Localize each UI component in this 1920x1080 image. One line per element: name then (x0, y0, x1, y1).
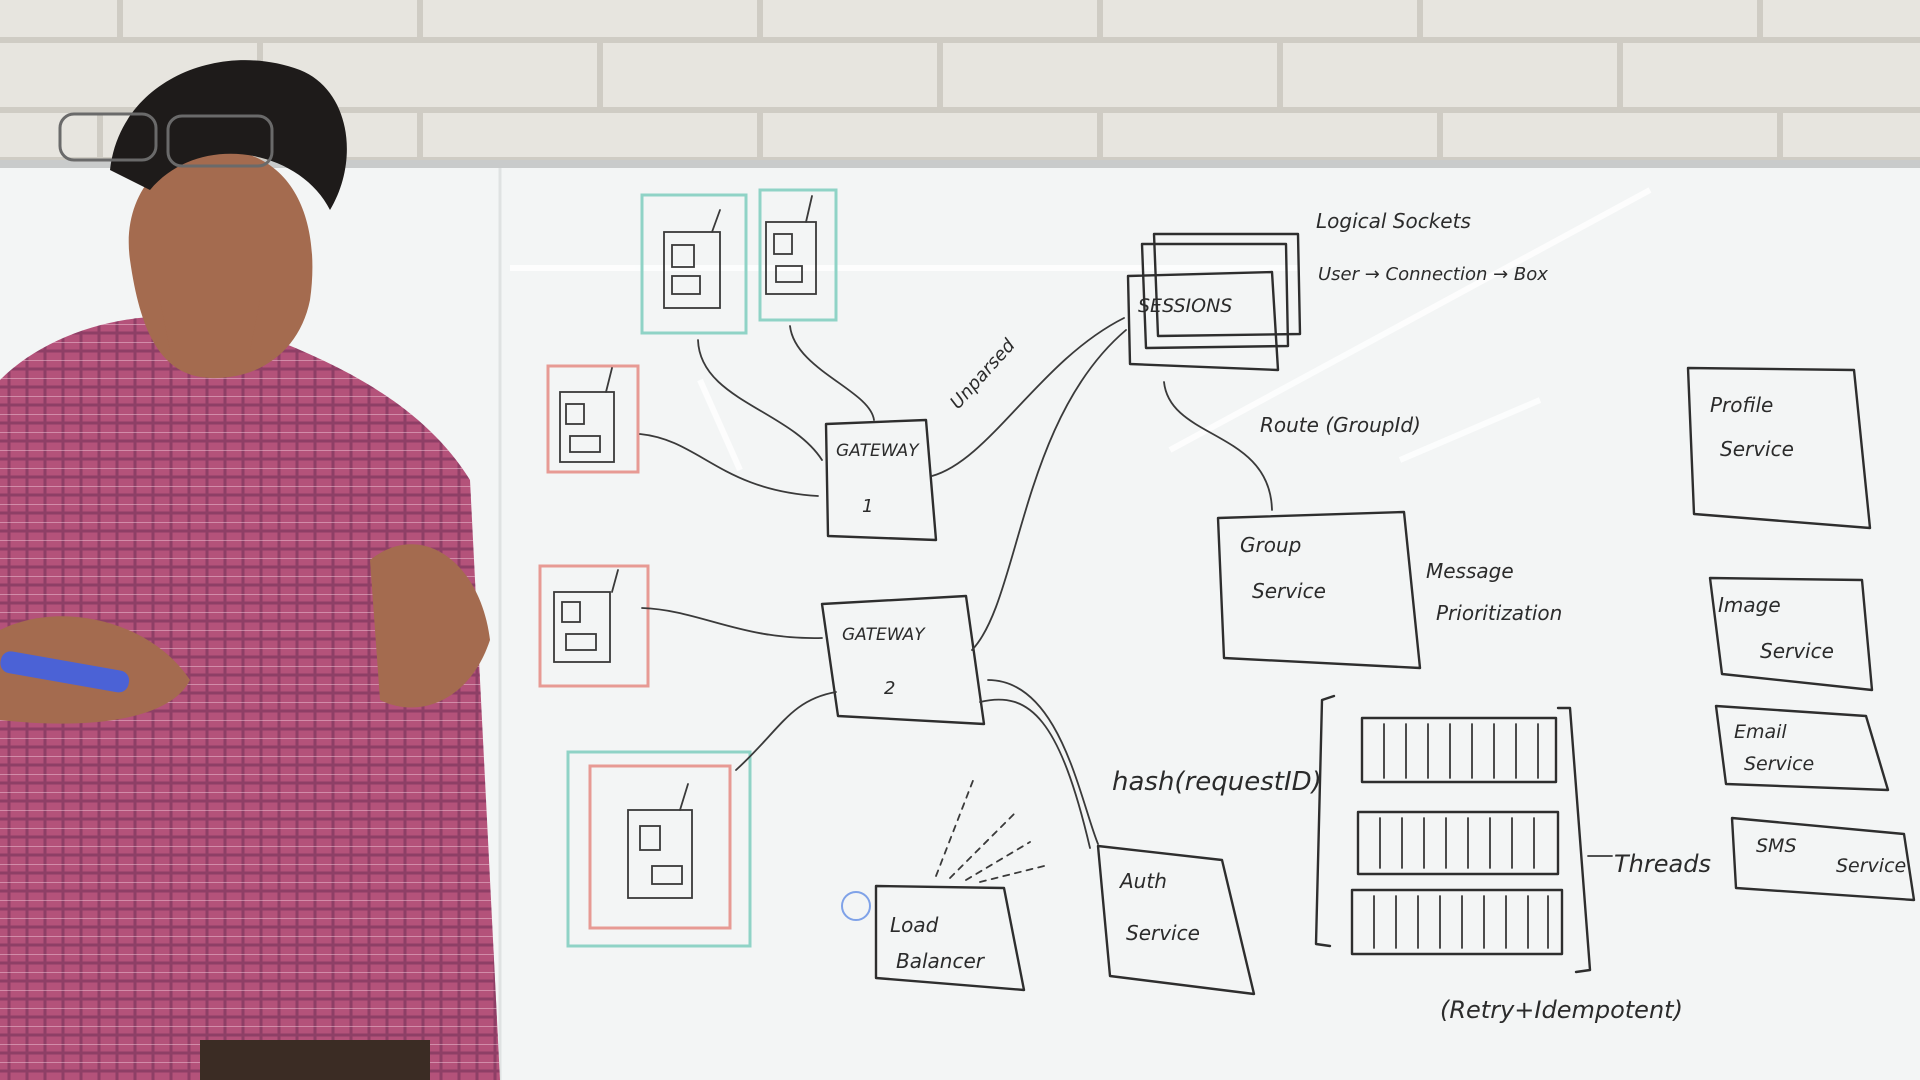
sms-service-box: SMS Service (1730, 816, 1916, 902)
load-balancer-box: Load Balancer (841, 777, 1045, 992)
retry-idempotent-label: (Retry+Idempotent) (1440, 996, 1683, 1024)
phone-icon (566, 750, 752, 948)
hash-request-id-label: hash(requestID) (1112, 767, 1322, 797)
auth-service-label-1: Auth (1118, 869, 1167, 893)
sms-service-label-2: Service (1836, 855, 1906, 877)
image-service-box: Image Service (1708, 576, 1874, 692)
group-service-label-1: Group (1240, 533, 1301, 557)
email-service-label-2: Service (1744, 753, 1814, 775)
phone-icon (546, 364, 640, 474)
load-balancer-label-1: Load (890, 913, 939, 937)
thread-pool (1314, 694, 1613, 974)
gateway-1-number: 1 (862, 496, 873, 517)
user-connection-box-label: User → Connection → Box (1318, 264, 1548, 285)
sms-service-label-1: SMS (1756, 835, 1797, 857)
gateway-2-box: GATEWAY 2 (820, 594, 986, 726)
logical-sockets-label: Logical Sockets (1316, 209, 1471, 233)
profile-service-label-2: Service (1720, 437, 1794, 461)
profile-service-label-1: Profile (1710, 393, 1773, 417)
auth-service-label-2: Service (1126, 921, 1200, 945)
sessions-box: SESSIONS (1126, 232, 1302, 372)
gateway-2-label: GATEWAY (842, 625, 926, 645)
phone-icon (758, 188, 838, 322)
gateway-1-label: GATEWAY (836, 441, 920, 461)
profile-service-box: Profile Service (1686, 366, 1872, 530)
email-service-box: Email Service (1714, 704, 1890, 792)
presenter-person (0, 60, 500, 1080)
threads-label: Threads (1614, 850, 1711, 878)
route-groupid-label: Route (GroupId) (1260, 413, 1421, 437)
auth-service-box: Auth Service (1096, 844, 1256, 996)
message-prioritization-label-2: Prioritization (1436, 601, 1562, 625)
message-prioritization-label-1: Message (1426, 559, 1514, 583)
group-service-label-2: Service (1252, 579, 1326, 603)
gateway-2-number: 2 (884, 678, 895, 699)
sessions-label: SESSIONS (1138, 295, 1232, 317)
image-service-label-1: Image (1718, 593, 1781, 617)
connector-arrows (639, 317, 1273, 849)
load-balancer-label-2: Balancer (896, 949, 986, 973)
phone-icon (640, 193, 748, 335)
group-service-box: Group Service (1216, 510, 1422, 670)
image-service-label-2: Service (1760, 639, 1834, 663)
phone-icon (538, 564, 650, 688)
email-service-label-1: Email (1734, 721, 1787, 743)
gateway-1-box: GATEWAY 1 (824, 418, 938, 542)
